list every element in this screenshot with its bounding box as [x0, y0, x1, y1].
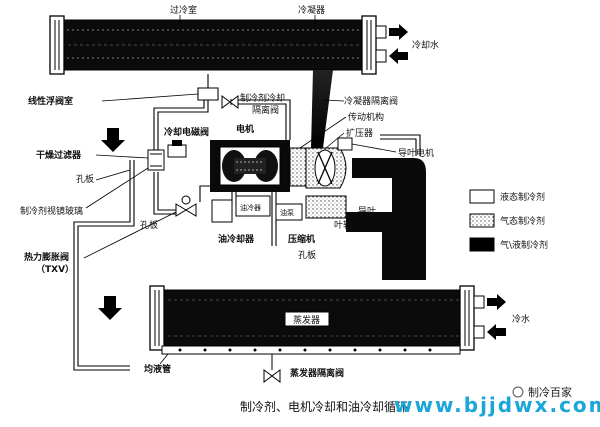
- watermark: 制冷百家: [512, 385, 572, 399]
- cooling-water-arrows: [389, 24, 408, 64]
- isolation-valve-label-1: 制冷剂冷却: [240, 92, 285, 104]
- flow-arrow-left-bottom: [98, 296, 122, 320]
- sight-glass-label: 制冷剂视镜玻璃: [20, 205, 83, 217]
- isolation-valve-label-2: 隔离阀: [252, 104, 279, 116]
- oil-cooling-solenoid-label: 冷却电磁阀: [164, 126, 209, 138]
- evaporator-isolation-valve: [263, 354, 281, 383]
- solenoid-valve: [167, 140, 187, 158]
- guide-vane-motor: [337, 137, 353, 151]
- legend-swatch-liquid: [469, 189, 495, 204]
- discharge-flow: [311, 70, 333, 148]
- subcooler-label: 过冷室: [170, 4, 197, 16]
- legend-label-gas: 气态制冷剂: [500, 215, 545, 227]
- condenser-label: 冷凝器: [298, 4, 325, 16]
- orifice-label-2: 孔板: [140, 219, 158, 231]
- legend-swatch-mixed: [469, 237, 495, 252]
- legend: 液态制冷剂 气态制冷剂 气\液制冷剂: [469, 189, 548, 252]
- website-url: www.bjjdwx.com: [394, 393, 600, 417]
- distribution-pipe-label: 均液管: [144, 363, 171, 375]
- chilled-water-label: 冷水: [512, 313, 530, 325]
- watermark-text: 制冷百家: [528, 385, 572, 399]
- evaporator-name-box: [284, 311, 330, 327]
- oil-pump-label: 油泵: [280, 208, 294, 217]
- guide-vane-motor-label: 导叶电机: [398, 147, 434, 159]
- cooling-water-label: 冷却水: [412, 39, 439, 51]
- oil-cooler-label: 油冷却器: [218, 233, 255, 245]
- legend-label-mixed: 气\液制冷剂: [500, 239, 548, 251]
- labels: 线性浮阀室 制冷剂冷却 隔离阀 冷凝器隔离阀 冷却电磁阀 电机 传动机构 扩压器…: [20, 92, 434, 379]
- compressor-label: 压缩机: [288, 233, 315, 245]
- diffuser-label: 扩压器: [346, 127, 373, 139]
- orifice-label-3: 孔板: [298, 249, 316, 261]
- flow-arrow-left-top: [101, 128, 125, 152]
- chilled-water-arrows: [487, 294, 506, 340]
- legend-label-liquid: 液态制冷剂: [500, 191, 545, 203]
- watermark-icon: [512, 386, 524, 398]
- motor-label: 电机: [236, 123, 254, 135]
- float-valve-chamber-label: 线性浮阀室: [28, 95, 73, 107]
- oil-pump-box: [275, 203, 303, 221]
- diagram-caption: 制冷剂、电机冷却和油冷却循环: [240, 399, 408, 414]
- evaporator-isolation-valve-label: 蒸发器隔离阀: [290, 367, 344, 379]
- oil-tank-label: 油冷器: [240, 203, 261, 212]
- transmission-label: 传动机构: [348, 111, 384, 123]
- transmission-gear: [289, 147, 307, 187]
- evaporator-distribution-dots: [178, 348, 432, 352]
- evaporator-label: 蒸发器: [293, 314, 320, 326]
- oil-tank-box: [235, 195, 271, 217]
- txv-label-2: （TXV）: [36, 264, 74, 275]
- float-valve: [197, 87, 219, 101]
- isolation-valve-top: [221, 95, 239, 109]
- txv-label-1: 热力膨胀阀: [24, 251, 69, 263]
- legend-swatch-gas: [469, 213, 495, 228]
- filter-drier: [147, 149, 165, 171]
- suction-line: [346, 158, 426, 280]
- filter-drier-label: 干燥过滤器: [36, 149, 82, 161]
- guide-vane-label: 导叶: [358, 206, 376, 217]
- oil-cooler-box: [211, 199, 233, 223]
- orifice-label-1: 孔板: [76, 173, 94, 185]
- condenser-isolation-valve-label: 冷凝器隔离阀: [344, 95, 398, 107]
- impeller-label: 叶轮: [334, 219, 352, 231]
- motor-housing: [210, 140, 290, 192]
- txv-valve: [175, 195, 197, 217]
- compressor-impeller: [305, 147, 347, 219]
- condenser-shell: [49, 15, 387, 75]
